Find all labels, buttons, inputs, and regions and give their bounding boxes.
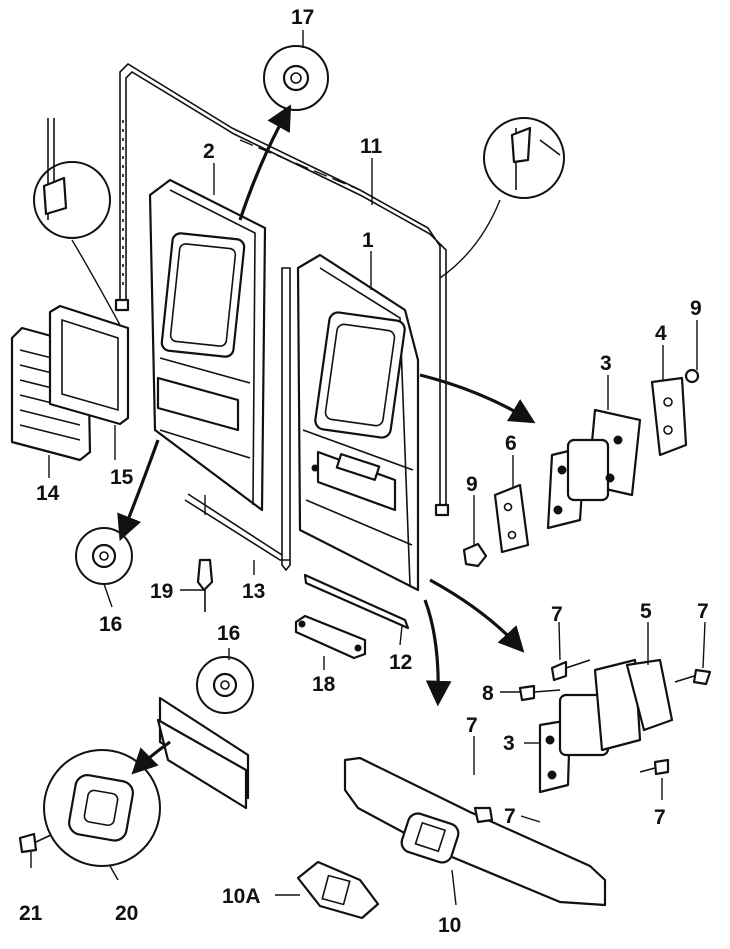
callout-16-upper (75, 527, 133, 585)
label-19: 19 (150, 580, 173, 603)
label-20: 20 (115, 902, 138, 925)
label-8: 8 (482, 682, 494, 705)
label-7-c: 7 (466, 714, 478, 737)
striker-plate-10a (296, 860, 380, 920)
callout-16-lower (196, 656, 254, 714)
lock-bolt (196, 558, 214, 612)
lower-striker-bar (343, 756, 607, 907)
left-rear-door (148, 178, 267, 512)
lower-hinge (538, 658, 674, 794)
label-7-d: 7 (504, 805, 516, 828)
label-15: 15 (110, 466, 134, 489)
label-18: 18 (312, 673, 336, 696)
label-6: 6 (505, 432, 517, 455)
label-7-e: 7 (654, 806, 666, 829)
label-3-upper: 3 (600, 352, 612, 375)
label-2: 2 (203, 140, 215, 163)
hinge-plate-4 (650, 376, 688, 457)
label-16-lower: 16 (217, 622, 240, 645)
door-edge-strip (281, 267, 291, 572)
hinge-plate-6 (493, 483, 530, 554)
label-1: 1 (362, 229, 374, 252)
right-rear-door (296, 253, 420, 592)
label-12: 12 (389, 651, 412, 674)
label-10: 10 (438, 914, 461, 937)
label-4: 4 (655, 322, 667, 345)
callout-seal-detail-right (483, 117, 565, 199)
label-11: 11 (360, 135, 383, 158)
bumper-block (294, 614, 367, 660)
door-rod (184, 493, 290, 561)
callout-handle-20 (43, 749, 161, 867)
bottom-trim-strip (303, 573, 410, 630)
handle-plate (156, 696, 250, 810)
label-7-b: 7 (697, 600, 709, 623)
label-10A: 10A (222, 885, 261, 908)
hinge-bolts (518, 659, 712, 776)
vent-frame (48, 304, 130, 426)
label-3-lower: 3 (503, 732, 515, 755)
leader-lines (30, 30, 706, 906)
label-17: 17 (291, 6, 314, 29)
callout-seal-detail-left (33, 118, 111, 239)
label-14: 14 (36, 482, 60, 505)
label-7-a: 7 (551, 603, 563, 626)
label-5: 5 (640, 600, 652, 623)
label-9-upper: 9 (690, 297, 702, 320)
upper-hinge (546, 408, 642, 530)
label-9-lower: 9 (466, 473, 478, 496)
direction-arrows (71, 104, 536, 775)
door-seal-strip (114, 62, 450, 517)
hinge-nut-lower (462, 542, 488, 568)
hinge-nut-upper (684, 368, 700, 384)
label-21: 21 (19, 902, 43, 925)
callout-17 (263, 45, 329, 111)
label-16-upper: 16 (99, 613, 122, 636)
part-labels: 17 2 11 1 9 4 3 6 9 14 15 19 13 16 16 12… (19, 6, 709, 937)
label-13: 13 (242, 580, 265, 603)
